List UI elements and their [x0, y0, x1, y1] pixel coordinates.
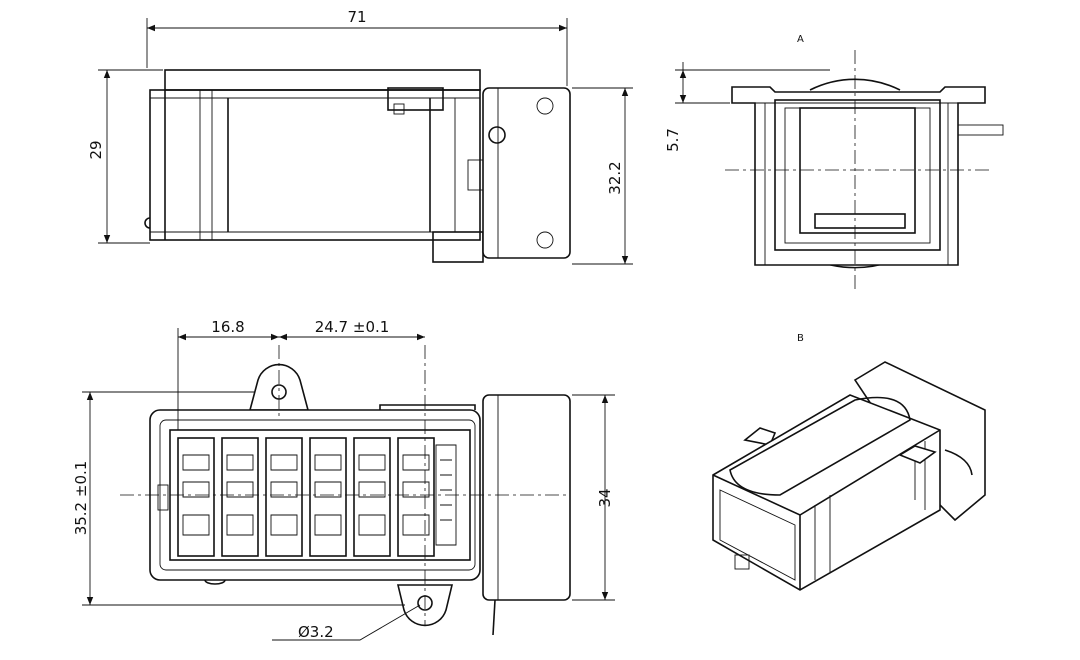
box-height-dim-label: 34: [596, 488, 614, 507]
bottom-view: 16.8 24.7 ±0.1 35.2 ±0.1 34 Ø3.2: [72, 318, 615, 641]
pitch-dim-2-label: 24.7 ±0.1: [315, 318, 390, 336]
height-dim-label: 35.2 ±0.1: [72, 461, 90, 536]
view-label-a: A: [797, 34, 804, 45]
flange-dim-label: 5.7: [664, 128, 682, 152]
hole-dim-label: Ø3.2: [298, 623, 334, 641]
view-label-b: B: [797, 333, 804, 344]
width-dim-label: 71: [347, 8, 366, 26]
end-view-a: A 5.7: [664, 34, 1004, 292]
pitch-dim-1-label: 16.8: [211, 318, 244, 336]
iso-view-b: B: [712, 333, 986, 591]
contact-array: [177, 437, 457, 557]
box-height-dim-label: 32.2: [606, 161, 624, 194]
side-view: 71 29 32.2: [87, 8, 633, 265]
height-dim-label: 29: [87, 140, 105, 159]
